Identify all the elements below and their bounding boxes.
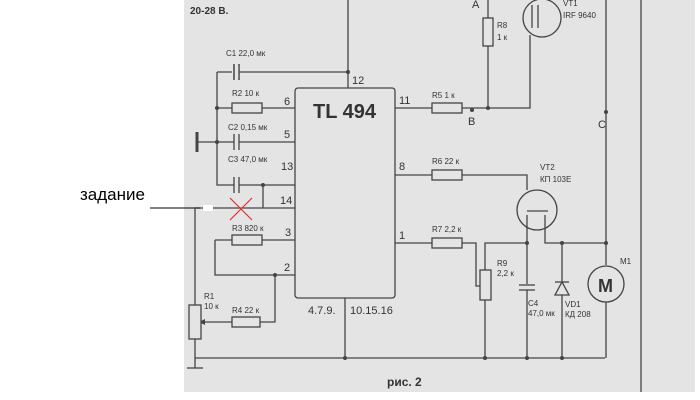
c3-label: C3 47,0 мк: [228, 155, 268, 164]
pin-5: 5: [284, 129, 290, 141]
r6-label: R6 22 к: [432, 157, 460, 166]
pin-6: 6: [284, 96, 290, 108]
r1-name: R1: [204, 292, 215, 301]
vt1-name: VT1: [563, 0, 578, 8]
potentiometer-r1: [188, 304, 202, 340]
setpoint-annotation: задание: [80, 185, 145, 204]
transistor-vt1: [522, 0, 562, 38]
node-c: C: [598, 119, 606, 131]
r2-label: R2 10 к: [232, 89, 260, 98]
pin-12: 12: [352, 75, 364, 87]
node-a: A: [472, 0, 480, 11]
resistor-r6: [431, 169, 463, 181]
vt2-name: VT2: [540, 163, 555, 172]
scan-background: [184, 0, 695, 392]
pins-10-15-16: 10.15.16: [350, 305, 393, 317]
potentiometer-r9: [479, 269, 492, 301]
transistor-vt2: [516, 189, 558, 231]
resistor-r2: [231, 102, 263, 114]
c4-value: 47,0 мк: [528, 309, 555, 318]
vt1-value: IRF 9640: [563, 11, 596, 20]
r9-value: 2,2 к: [497, 269, 514, 278]
r9-name: R9: [497, 259, 508, 268]
pin-1: 1: [399, 230, 405, 242]
pin-13: 13: [281, 161, 293, 173]
resistor-r3: [231, 234, 263, 246]
pin-2: 2: [284, 262, 290, 274]
figure-caption: рис. 2: [387, 375, 422, 389]
r8-name: R8: [497, 21, 508, 30]
ic-label: TL 494: [313, 101, 377, 123]
vd1-value: КД 208: [565, 310, 591, 319]
resistor-r8: [482, 17, 494, 47]
diode-vd1: [553, 280, 571, 296]
c1-label: C1 22,0 мк: [226, 49, 266, 58]
pin-11: 11: [399, 95, 410, 107]
resistor-r4: [231, 316, 261, 328]
motor-symbol: M: [598, 276, 613, 296]
supply-voltage-label: 20-28 В.: [190, 6, 229, 17]
r7-label: R7 2,2 к: [432, 225, 462, 234]
resistor-r7: [431, 237, 463, 249]
r4-label: R4 22 к: [232, 306, 260, 315]
resistor-r5: [431, 102, 463, 114]
pins-4-7-9: 4.7.9.: [308, 305, 336, 317]
vt2-value: КП 103Е: [540, 175, 571, 184]
c4-name: C4: [528, 299, 539, 308]
r3-label: R3 820 к: [232, 224, 264, 233]
c2-label: C2 0,15 мк: [228, 123, 268, 132]
r1-value: 10 к: [204, 302, 219, 311]
pin-3: 3: [285, 227, 291, 239]
r5-label: R5 1 к: [432, 91, 455, 100]
pin-8: 8: [399, 161, 405, 173]
vd1-name: VD1: [565, 300, 581, 309]
m1-name: M1: [620, 257, 632, 266]
node-b: B: [468, 116, 475, 128]
r8-value: 1 к: [497, 33, 508, 42]
pin-14: 14: [280, 195, 292, 207]
